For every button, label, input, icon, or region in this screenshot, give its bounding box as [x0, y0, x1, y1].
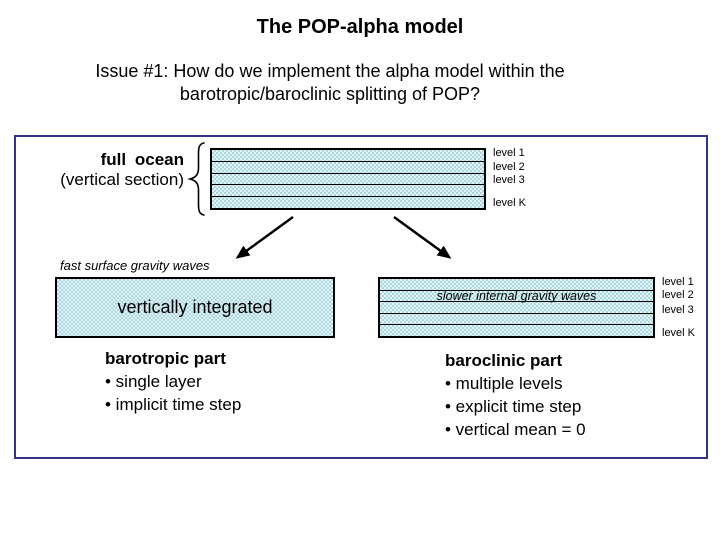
split-arrows [235, 215, 452, 259]
issue-line-2: barotropic/baroclinic splitting of POP? [179, 84, 481, 104]
ocean-layer [212, 196, 484, 208]
arrow-right-icon [393, 215, 452, 259]
level-label: level K [493, 197, 527, 209]
arrow-left-icon [235, 215, 294, 259]
fast-waves-label: fast surface gravity waves [60, 258, 210, 273]
bullet-item: • multiple levels [445, 374, 563, 393]
brace-icon [186, 142, 205, 216]
level-label: level 1 [662, 276, 694, 288]
ocean-layer [212, 172, 484, 185]
issue-line-1: Issue #1: How do we implement the alpha … [95, 61, 565, 81]
ocean-layer [380, 324, 653, 336]
level-label: level 2 [662, 289, 694, 301]
ocean-layer [212, 160, 484, 173]
barotropic-box: vertically integrated [55, 277, 335, 338]
ocean-layer [380, 301, 653, 313]
ocean-layer [380, 312, 653, 325]
level-label: level 2 [493, 161, 525, 173]
baroclinic-summary: baroclinic part • multiple levels • expl… [445, 349, 586, 441]
bullet-item: • implicit time step [105, 395, 242, 414]
barotropic-summary: barotropic part • single layer • implici… [105, 347, 241, 416]
full-ocean-label-title: full ocean [100, 150, 184, 169]
bullet-item: • single layer [105, 372, 202, 391]
level-label: level 3 [662, 304, 694, 316]
full-ocean-label: full ocean (vertical section) [22, 150, 184, 190]
level-label: level K [662, 327, 696, 339]
baroclinic-box: slower internal gravity waves [378, 277, 655, 338]
ocean-layer [380, 279, 653, 290]
ocean-layer [212, 184, 484, 196]
slide-title: The POP-alpha model [256, 16, 464, 38]
issue-statement: Issue #1: How do we implement the alpha … [0, 60, 660, 106]
diagram-panel: full ocean (vertical section) level 1 le… [14, 135, 708, 459]
bullet-item: • explicit time step [445, 397, 582, 416]
barotropic-heading: barotropic part [105, 349, 226, 368]
barotropic-box-label: vertically integrated [117, 297, 273, 317]
bullet-item: • vertical mean = 0 [445, 420, 586, 439]
full-ocean-label-subtitle: (vertical section) [60, 170, 184, 189]
baroclinic-heading: baroclinic part [445, 351, 563, 370]
ocean-layer [380, 289, 653, 302]
full-ocean-box [210, 148, 486, 210]
level-label: level 3 [493, 174, 525, 186]
level-label: level 1 [493, 147, 525, 159]
slower-waves-label: slower internal gravity waves [436, 289, 597, 303]
